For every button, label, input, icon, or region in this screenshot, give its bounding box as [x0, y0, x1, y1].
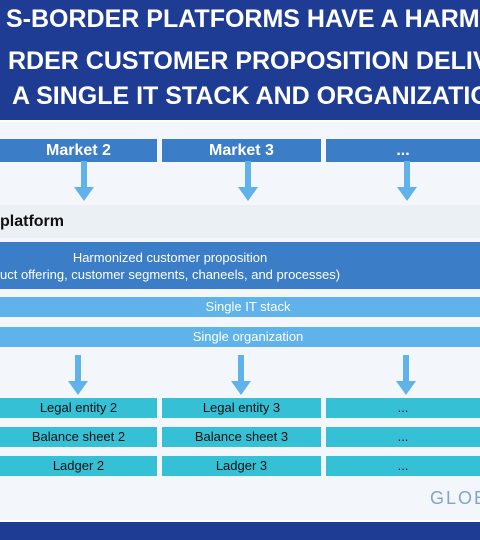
market-box-more: ... — [326, 139, 480, 162]
legal-entity-2: Legal entity 2 — [0, 398, 157, 418]
down-arrow-icon — [231, 355, 251, 395]
ledger-more: ... — [326, 456, 480, 476]
bottom-band — [0, 522, 480, 540]
it-stack-label: Single IT stack — [205, 299, 291, 314]
title-band: S-BORDER PLATFORMS HAVE A HARMONI RDER C… — [0, 0, 480, 120]
brand-logo: GLOB — [430, 488, 480, 508]
down-arrow-icon — [68, 355, 88, 395]
title-line-3: A SINGLE IT STACK AND ORGANIZATIO — [12, 82, 480, 110]
organization-label: Single organization — [192, 329, 304, 344]
legal-entity-3: Legal entity 3 — [162, 398, 321, 418]
down-arrow-icon — [396, 355, 416, 395]
down-arrow-icon — [238, 161, 258, 201]
organization-bar: Single organization — [0, 327, 480, 347]
platform-label: platform — [0, 213, 64, 230]
market-box-3: Market 3 — [162, 139, 321, 162]
ledger-3: Ladger 3 — [162, 456, 321, 476]
harmonized-proposition-box: Harmonized customer proposition uct offe… — [0, 242, 480, 289]
legal-entity-more: ... — [326, 398, 480, 418]
title-line-1: S-BORDER PLATFORMS HAVE A HARMONI — [6, 5, 480, 33]
market-box-2: Market 2 — [0, 139, 157, 162]
harmonized-subtitle: uct offering, customer segments, chaneel… — [0, 267, 341, 282]
it-stack-bar: Single IT stack — [0, 297, 480, 317]
down-arrow-icon — [397, 161, 417, 201]
balance-sheet-3: Balance sheet 3 — [162, 427, 321, 447]
down-arrow-icon — [74, 161, 94, 201]
harmonized-title: Harmonized customer proposition — [72, 250, 268, 265]
platform-strip — [0, 205, 480, 238]
ledger-2: Ladger 2 — [0, 456, 157, 476]
balance-sheet-2: Balance sheet 2 — [0, 427, 157, 447]
balance-sheet-more: ... — [326, 427, 480, 447]
title-line-2: RDER CUSTOMER PROPOSITION DELIVERE — [8, 47, 480, 75]
